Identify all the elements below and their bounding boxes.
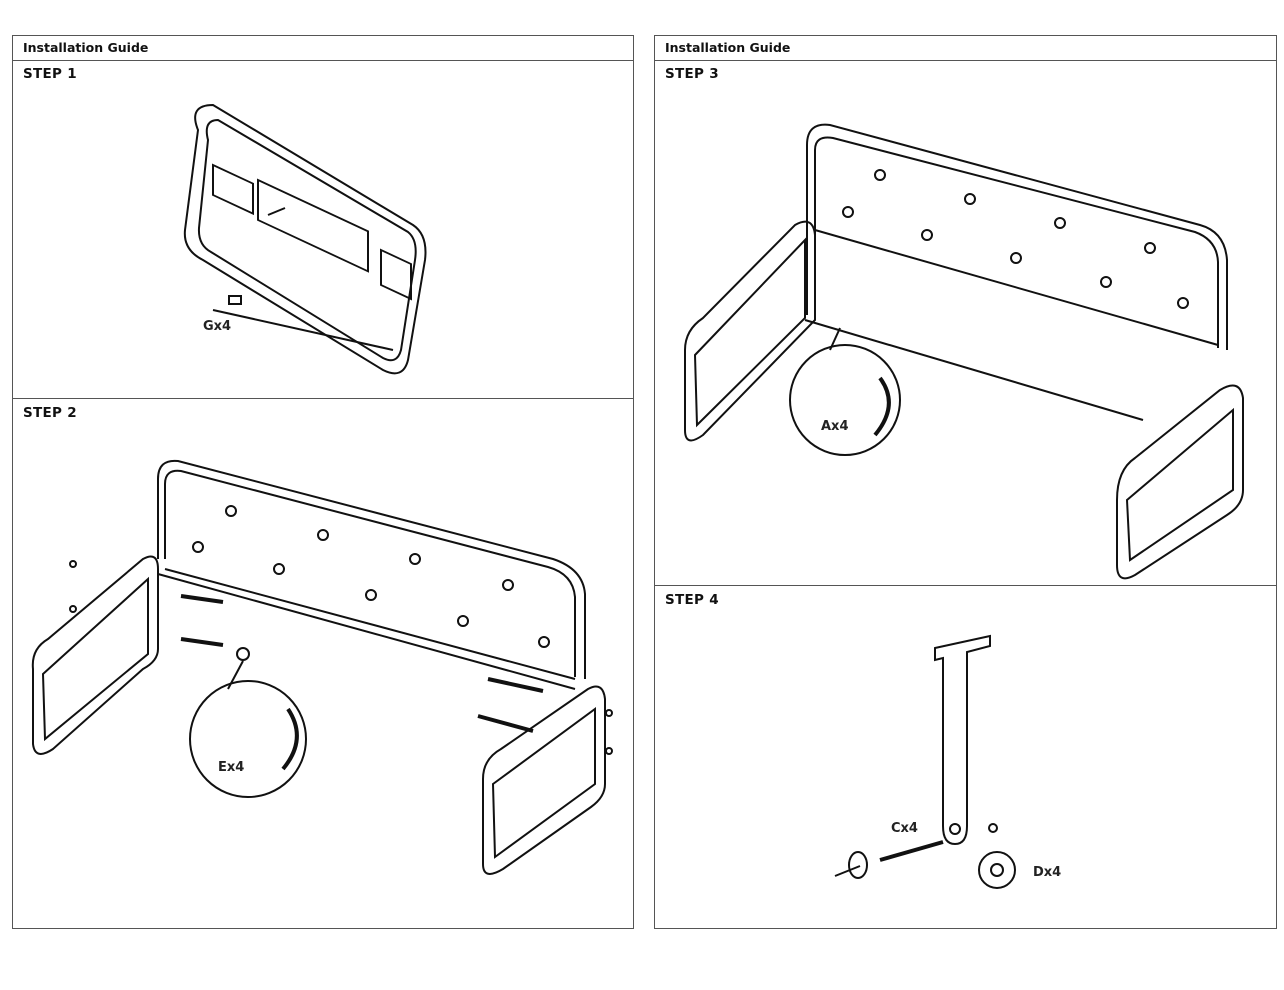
guide-header: Installation Guide [655,36,1276,61]
part-label-c: Cx4 [891,821,918,836]
step-3-illustration: Ax4 [684,123,1244,580]
part-label-d: Dx4 [1033,865,1061,880]
part-label-a: Ax4 [821,419,849,434]
step-title: STEP 1 [23,66,77,82]
step-2-illustration: Ex4 [31,459,613,875]
part-label-g: Gx4 [203,319,231,334]
step-4-illustration: Cx4 Dx4 [834,634,1061,889]
left-guide-panel: Installation Guide STEP 1 Gx4 STEP 2 [12,35,634,929]
right-guide-panel: Installation Guide STEP 3 Ax4 STEP 4 [654,35,1277,929]
step-2: STEP 2 Ex4 [13,398,633,930]
step-3: STEP 3 Ax4 [655,60,1276,585]
step-title: STEP 2 [23,405,77,421]
step-title: STEP 4 [665,592,719,608]
part-label-e: Ex4 [218,760,244,775]
guide-header: Installation Guide [13,36,633,61]
step-title: STEP 3 [665,66,719,82]
step-4: STEP 4 Cx4 Dx4 [655,585,1276,930]
step-1: STEP 1 Gx4 [13,60,633,398]
step-1-illustration: Gx4 [183,103,427,375]
